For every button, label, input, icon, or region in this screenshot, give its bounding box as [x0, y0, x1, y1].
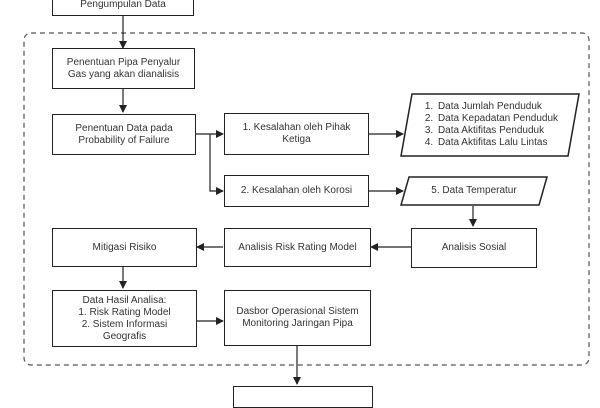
node-label: Analisis Risk Rating Model: [238, 241, 357, 253]
node-label: 5. Data Temperatur: [431, 185, 517, 196]
node-mitigasi-risiko: Mitigasi Risiko: [52, 228, 197, 267]
node-kesalahan-korosi: 2. Kesalahan oleh Korosi: [224, 175, 369, 207]
node-text: 5. Data Temperatur: [400, 176, 548, 206]
parallelogram-shape: [400, 176, 548, 206]
node-label: Analisis Sosial: [441, 242, 507, 253]
node-label: Penentuan Data pada Probability of Failu…: [75, 122, 173, 146]
node-label: Data Hasil Analisa: 1. Risk Rating Model…: [78, 294, 171, 342]
node-label: Mitigasi Risiko: [92, 241, 157, 253]
node-kesalahan-pihak-ketiga: 1. Kesalahan oleh Pihak Ketiga: [224, 113, 369, 155]
node-label: Pengumpulan Data: [80, 0, 166, 10]
parallelogram-shape: [400, 93, 580, 157]
node-data-hasil-analisa: Data Hasil Analisa: 1. Risk Rating Model…: [52, 290, 197, 347]
data-list-item: Data Aktifitas Penduduk: [436, 125, 558, 137]
data-list-item: Data Aktifitas Lalu Lintas: [436, 137, 558, 149]
arrow-penentuan-data-to-kesalahan-korosi: [209, 134, 224, 195]
node-label: 2. Kesalahan oleh Korosi: [240, 185, 353, 196]
data-list-item: Data Kepadatan Penduduk: [436, 113, 558, 125]
process-group-boundary: [23, 32, 590, 366]
node-data-penduduk-list: Data Jumlah Penduduk Data Kepadatan Pend…: [400, 93, 580, 157]
node-data-temperatur: 5. Data Temperatur: [400, 176, 548, 206]
data-list: Data Jumlah Penduduk Data Kepadatan Pend…: [422, 101, 558, 149]
node-pengumpulan-data: Pengumpulan Data: [52, 0, 194, 16]
data-list-item: Data Jumlah Penduduk: [436, 101, 558, 113]
node-text: Data Jumlah Penduduk Data Kepadatan Pend…: [400, 93, 580, 157]
node-label: Penentuan Pipa Penyalur Gas yang akan di…: [66, 56, 181, 80]
node-analisis-risk-rating: Analisis Risk Rating Model: [224, 228, 371, 267]
node-penentuan-data: Penentuan Data pada Probability of Failu…: [52, 114, 196, 155]
node-label: Dasbor Operasional Sistem Monitoring Jar…: [236, 306, 359, 329]
node-analisis-sosial: Analisis Sosial: [411, 228, 537, 268]
node-label: 1. Kesalahan oleh Pihak Ketiga: [242, 122, 351, 145]
node-bottom-output: [233, 386, 373, 408]
node-penentuan-pipa: Penentuan Pipa Penyalur Gas yang akan di…: [52, 48, 195, 89]
node-dasbor-operasional: Dasbor Operasional Sistem Monitoring Jar…: [224, 290, 371, 346]
